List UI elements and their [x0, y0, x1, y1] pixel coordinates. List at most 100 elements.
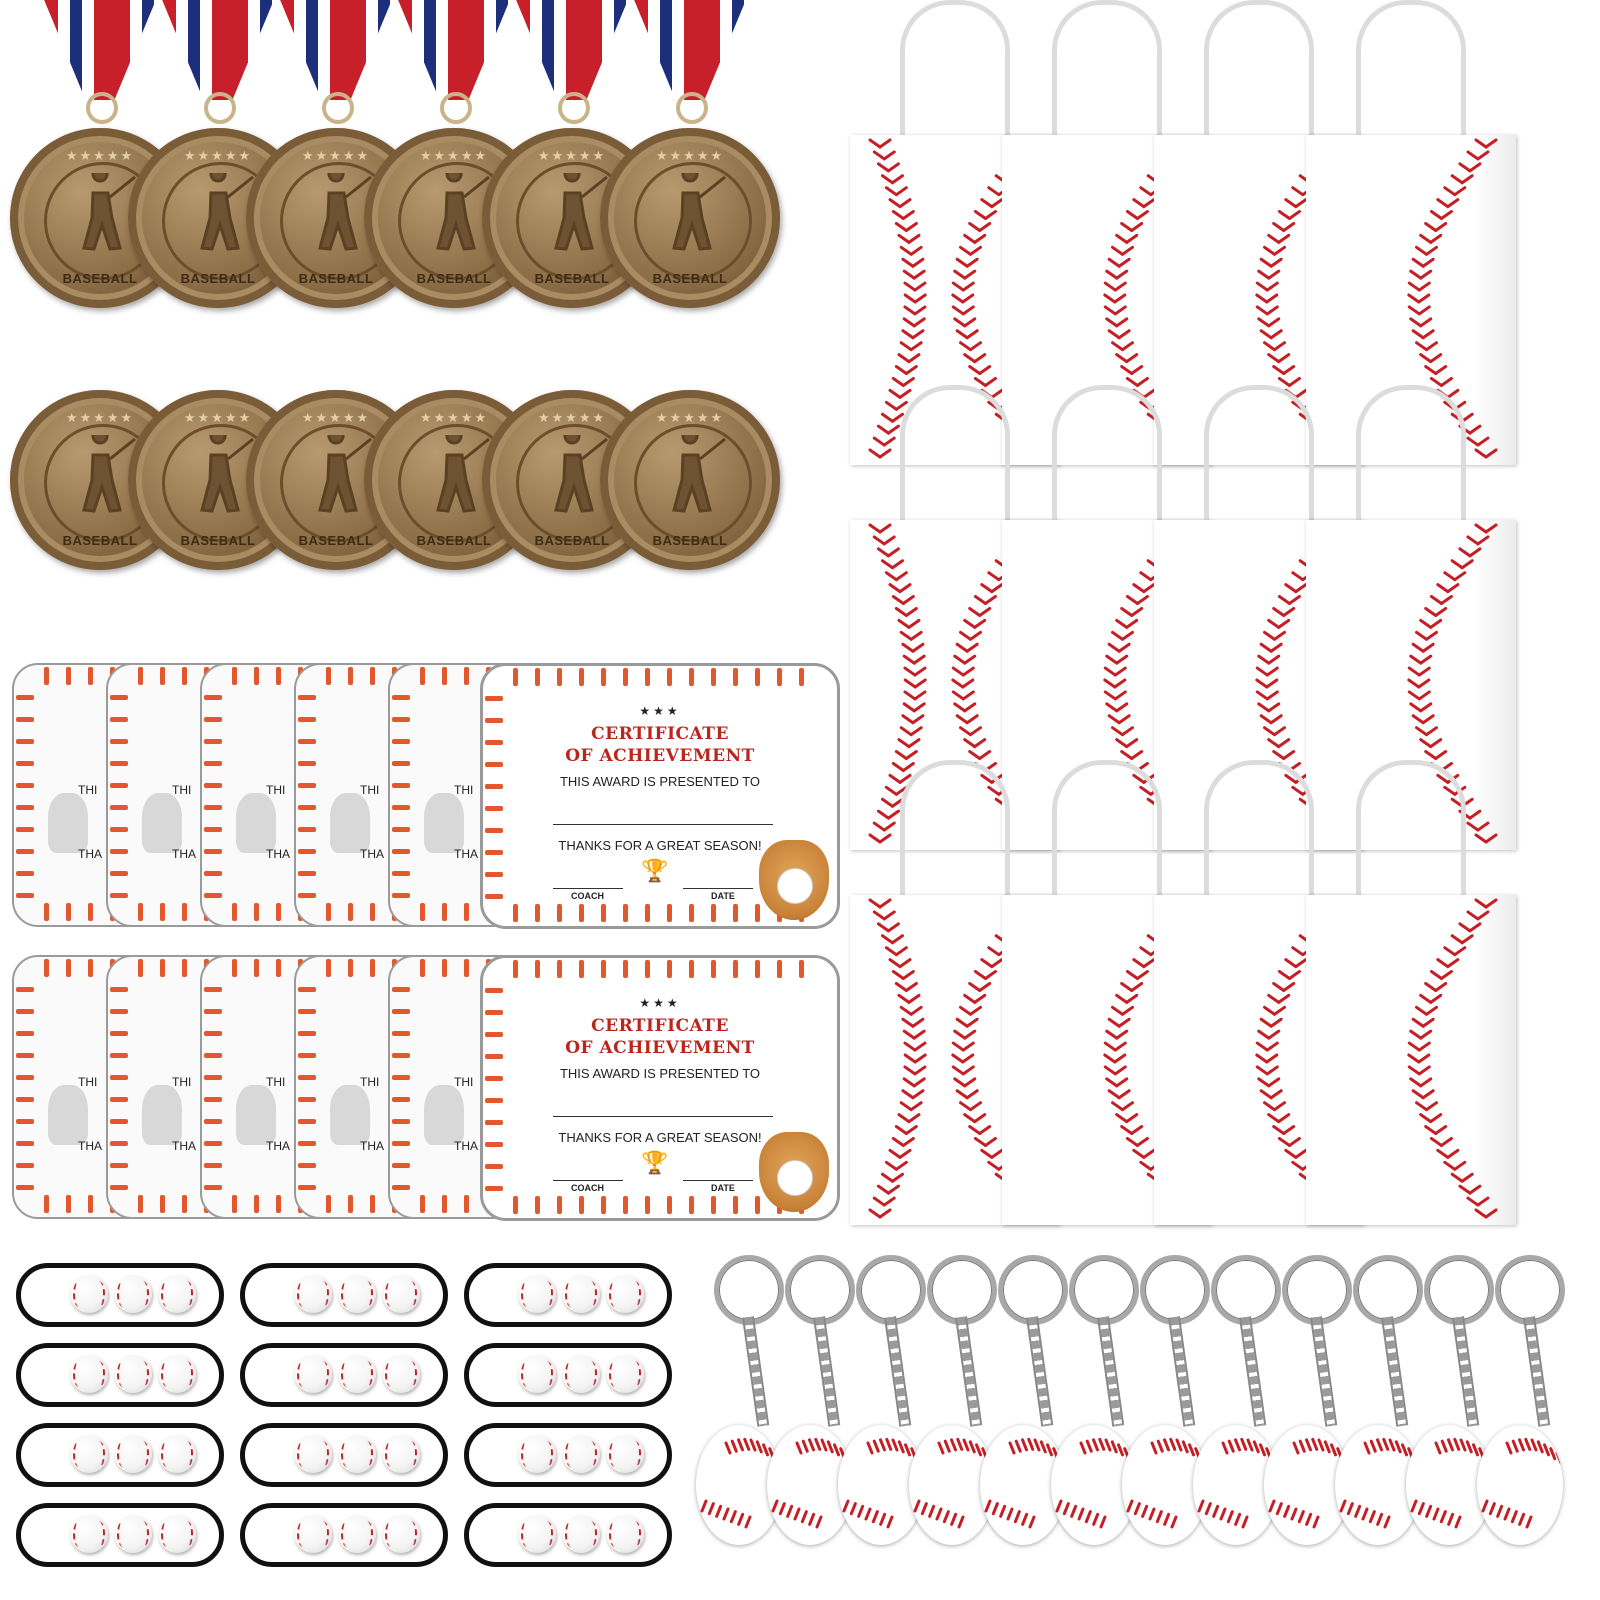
baseball-bead [70, 1355, 108, 1393]
medal-label: BASEBALL [180, 533, 256, 548]
peek-text-bottom: THA [78, 1139, 102, 1153]
medal-disc: ★★★★★BASEBALL [600, 390, 780, 570]
peek-text-bottom: THA [266, 1139, 290, 1153]
bag-handle [1356, 760, 1466, 915]
baseball-bead [518, 1435, 556, 1473]
baseball-bracelet [8, 1495, 224, 1570]
peek-text-top: THI [78, 1075, 98, 1089]
baseball-bead [562, 1275, 600, 1313]
batter-silhouette-icon [48, 793, 88, 853]
batter-silhouette-icon [330, 1085, 370, 1145]
baseball-bead [114, 1435, 152, 1473]
baseball-bead [294, 1515, 332, 1553]
bracelets-group [0, 1255, 690, 1600]
baseball-keychain [980, 1255, 1076, 1555]
baseball-bead [562, 1355, 600, 1393]
coach-label: COACH [571, 891, 604, 901]
baseball-bead [338, 1515, 376, 1553]
baseball-bead [114, 1515, 152, 1553]
baseball-bead [382, 1515, 420, 1553]
bag-handle [1204, 385, 1314, 540]
medals-group: ★★★★★BASEBALL★★★★★BASEBALL★★★★★BASEBALL★… [0, 0, 840, 640]
date-label: DATE [711, 1183, 735, 1193]
baseball-bead [158, 1275, 196, 1313]
star-icons: ★★★ [639, 996, 681, 1010]
bracelet-cord [464, 1423, 672, 1487]
batter-silhouette-icon [236, 793, 276, 853]
peek-text-bottom: THA [454, 847, 478, 861]
peek-text-bottom: THA [454, 1139, 478, 1153]
batter-silhouette-icon [330, 793, 370, 853]
peek-text-bottom: THA [360, 1139, 384, 1153]
gift-bag [1296, 760, 1516, 1225]
star-icons: ★★★ [639, 704, 681, 718]
bracelet-cord [16, 1343, 224, 1407]
star-icons: ★★★★★ [655, 148, 725, 163]
baseball-bracelet [8, 1335, 224, 1410]
key-ring [1495, 1255, 1565, 1325]
star-icons: ★★★★★ [65, 148, 135, 163]
date-label: DATE [711, 891, 735, 901]
baseball-bead [518, 1355, 556, 1393]
baseball-bead [158, 1355, 196, 1393]
baseball-bracelet [456, 1335, 672, 1410]
batter-icon [672, 435, 726, 513]
baseball-bead [294, 1435, 332, 1473]
bracelet-cord [240, 1423, 448, 1487]
baseball-bracelet [8, 1255, 224, 1330]
baseball-bracelet [232, 1335, 448, 1410]
baseball-bead [606, 1355, 644, 1393]
baseball-keychain [1477, 1255, 1573, 1555]
bag-handle [1052, 385, 1162, 540]
peek-text-top: THI [78, 783, 98, 797]
bag-handle [1204, 0, 1314, 155]
bracelet-cord [464, 1343, 672, 1407]
name-line [553, 824, 773, 825]
baseball-charm [980, 1425, 1066, 1545]
medal-label: BASEBALL [298, 271, 374, 286]
coach-line [553, 1180, 623, 1181]
coach-label: COACH [571, 1183, 604, 1193]
baseball-bead [606, 1435, 644, 1473]
baseball-bead [382, 1355, 420, 1393]
batter-silhouette-icon [142, 1085, 182, 1145]
bracelet-cord [240, 1263, 448, 1327]
certificate-thanks-text: THANKS FOR A GREAT SEASON! [558, 838, 762, 853]
baseball-bead [562, 1515, 600, 1553]
trophy-icon: 🏆 [641, 1150, 669, 1175]
peek-text-top: THI [454, 783, 474, 797]
peek-text-top: THI [360, 1075, 380, 1089]
peek-text-top: THI [172, 783, 192, 797]
medal-disc: ★★★★★BASEBALL [600, 128, 780, 308]
batter-icon [436, 435, 490, 513]
medal-label: BASEBALL [416, 533, 492, 548]
key-chain [742, 1316, 770, 1427]
baseball-bead [562, 1435, 600, 1473]
certificate-presented-text: THIS AWARD IS PRESENTED TO [559, 1066, 761, 1081]
star-icons: ★★★★★ [183, 148, 253, 163]
batter-icon [200, 435, 254, 513]
batter-silhouette-icon [236, 1085, 276, 1145]
medal-label: BASEBALL [652, 533, 728, 548]
key-chain [884, 1316, 912, 1427]
peek-text-top: THI [454, 1075, 474, 1089]
key-chain [1523, 1316, 1551, 1427]
star-icons: ★★★★★ [183, 410, 253, 425]
bag-handle [1052, 760, 1162, 915]
peek-text-bottom: THA [172, 1139, 196, 1153]
baseball-bead [606, 1275, 644, 1313]
baseball-bracelet [456, 1495, 672, 1570]
baseball-bead [338, 1435, 376, 1473]
medal-ribbon [630, 0, 750, 100]
bracelet-cord [240, 1343, 448, 1407]
peek-text-bottom: THA [266, 847, 290, 861]
baseball-bead [294, 1355, 332, 1393]
baseball-charm [1477, 1425, 1563, 1545]
baseball-bracelet [456, 1415, 672, 1490]
baseball-bead [70, 1435, 108, 1473]
certificate-card-front: CERTIFICATE OF ACHIEVEMENT THIS AWARD IS… [480, 663, 840, 929]
baseball-keychain [1051, 1255, 1147, 1555]
key-chain [1381, 1316, 1409, 1427]
